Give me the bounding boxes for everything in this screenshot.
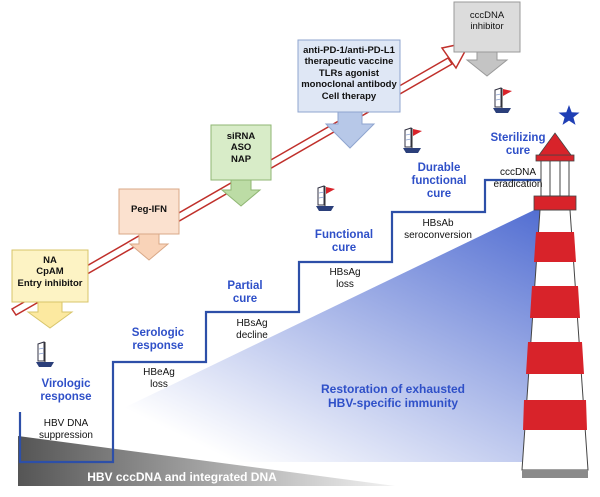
therapy-line: NAP xyxy=(230,153,252,165)
star-icon xyxy=(558,105,580,125)
therapy-line: anti-PD-1/anti-PD-L1 xyxy=(303,45,395,56)
stage-serologic-marker: HBeAg loss xyxy=(113,367,205,390)
staircase xyxy=(18,178,555,464)
therapy-line: ASO xyxy=(230,142,252,154)
therapy-line: Peg-IFN xyxy=(131,204,167,215)
marker-line: loss xyxy=(336,278,354,290)
therapy-line: monoclonal antibody xyxy=(301,79,397,91)
stage-name-line: Sterilizing xyxy=(490,132,546,144)
sailboat-icon xyxy=(493,87,512,113)
marker-line: loss xyxy=(150,378,168,390)
restoration-line: Restoration of exhausted xyxy=(320,382,466,396)
therapy-line: therapeutic vaccine xyxy=(304,56,394,68)
marker-line: HBsAb xyxy=(422,218,454,229)
marker-line: HBsAg xyxy=(329,267,361,278)
stage-name-line: Partial xyxy=(227,280,263,292)
stage-name-line: cure xyxy=(505,145,531,158)
sailboat-icon xyxy=(403,127,422,153)
stage-sterilizing-marker: cccDNA eradication xyxy=(482,167,554,190)
sailboat-icon xyxy=(36,341,54,367)
marker-line: HBV DNA xyxy=(43,418,89,429)
therapy-line: inhibitor xyxy=(470,21,504,33)
stage-durable-name: Durable functional cure xyxy=(396,162,482,202)
stage-name-line: Serologic xyxy=(131,327,185,339)
sailboat-icon xyxy=(316,185,335,211)
lighthouse-icon xyxy=(521,132,589,478)
therapy-line: NA xyxy=(43,255,57,266)
therapy-immuno xyxy=(297,39,401,149)
therapy-immuno-text: anti-PD-1/anti-PD-L1 therapeutic vaccine… xyxy=(298,40,400,112)
stage-name-line: response xyxy=(40,391,92,404)
therapy-line: Entry inhibitor xyxy=(17,277,83,289)
stage-sterilizing-name: Sterilizing cure xyxy=(480,132,556,158)
therapy-cccdna-text: cccDNA inhibitor xyxy=(454,2,520,52)
immunity-triangle xyxy=(20,200,555,462)
marker-line: eradication xyxy=(493,178,543,190)
marker-line: HBsAg xyxy=(236,318,268,329)
stage-virologic-marker: HBV DNA suppression xyxy=(20,418,112,441)
therapy-line: cccDNA xyxy=(469,10,505,21)
stage-serologic-name: Serologic response xyxy=(118,327,198,353)
stage-functional-name: Functional cure xyxy=(301,229,387,255)
therapy-cccdna xyxy=(453,1,521,77)
stage-name-line: functional xyxy=(411,175,467,188)
therapy-line: TLRs agonist xyxy=(318,67,380,79)
therapy-peg-ifn-text: Peg-IFN xyxy=(119,189,179,234)
marker-line: HBeAg xyxy=(143,367,175,378)
stage-name-line: Virologic xyxy=(41,378,91,390)
stage-partial-name: Partial cure xyxy=(205,280,285,306)
stage-functional-marker: HBsAg loss xyxy=(299,267,391,290)
therapy-line: siRNA xyxy=(226,131,256,142)
stage-virologic-name: Virologic response xyxy=(26,378,106,404)
stage-name-line: Durable xyxy=(417,162,461,174)
stage-name-line: cure xyxy=(232,293,258,306)
therapy-na-text: NA CpAM Entry inhibitor xyxy=(12,250,88,302)
stage-partial-marker: HBsAg decline xyxy=(206,318,298,341)
therapy-sirna-text: siRNA ASO NAP xyxy=(211,125,271,180)
therapy-line: CpAM xyxy=(36,266,64,278)
marker-line: suppression xyxy=(39,429,93,441)
stage-name-line: Functional xyxy=(314,229,374,241)
therapy-peg-ifn xyxy=(118,188,180,261)
base-label: HBV cccDNA and integrated DNA xyxy=(87,470,277,484)
therapy-line: Cell therapy xyxy=(321,90,377,102)
stage-name-line: cure xyxy=(331,242,357,255)
restoration-line: HBV-specific immunity xyxy=(327,395,459,410)
restoration-label: Restoration of exhausted HBV-specific im… xyxy=(318,382,468,411)
stage-name-line: cure xyxy=(426,188,452,201)
marker-line: seroconversion xyxy=(404,229,472,241)
stage-name-line: response xyxy=(132,340,184,353)
marker-line: decline xyxy=(236,329,268,341)
therapy-na xyxy=(11,249,89,329)
marker-line: cccDNA xyxy=(499,167,537,178)
stage-durable-marker: HBsAb seroconversion xyxy=(390,218,486,241)
therapy-sirna xyxy=(210,124,272,207)
